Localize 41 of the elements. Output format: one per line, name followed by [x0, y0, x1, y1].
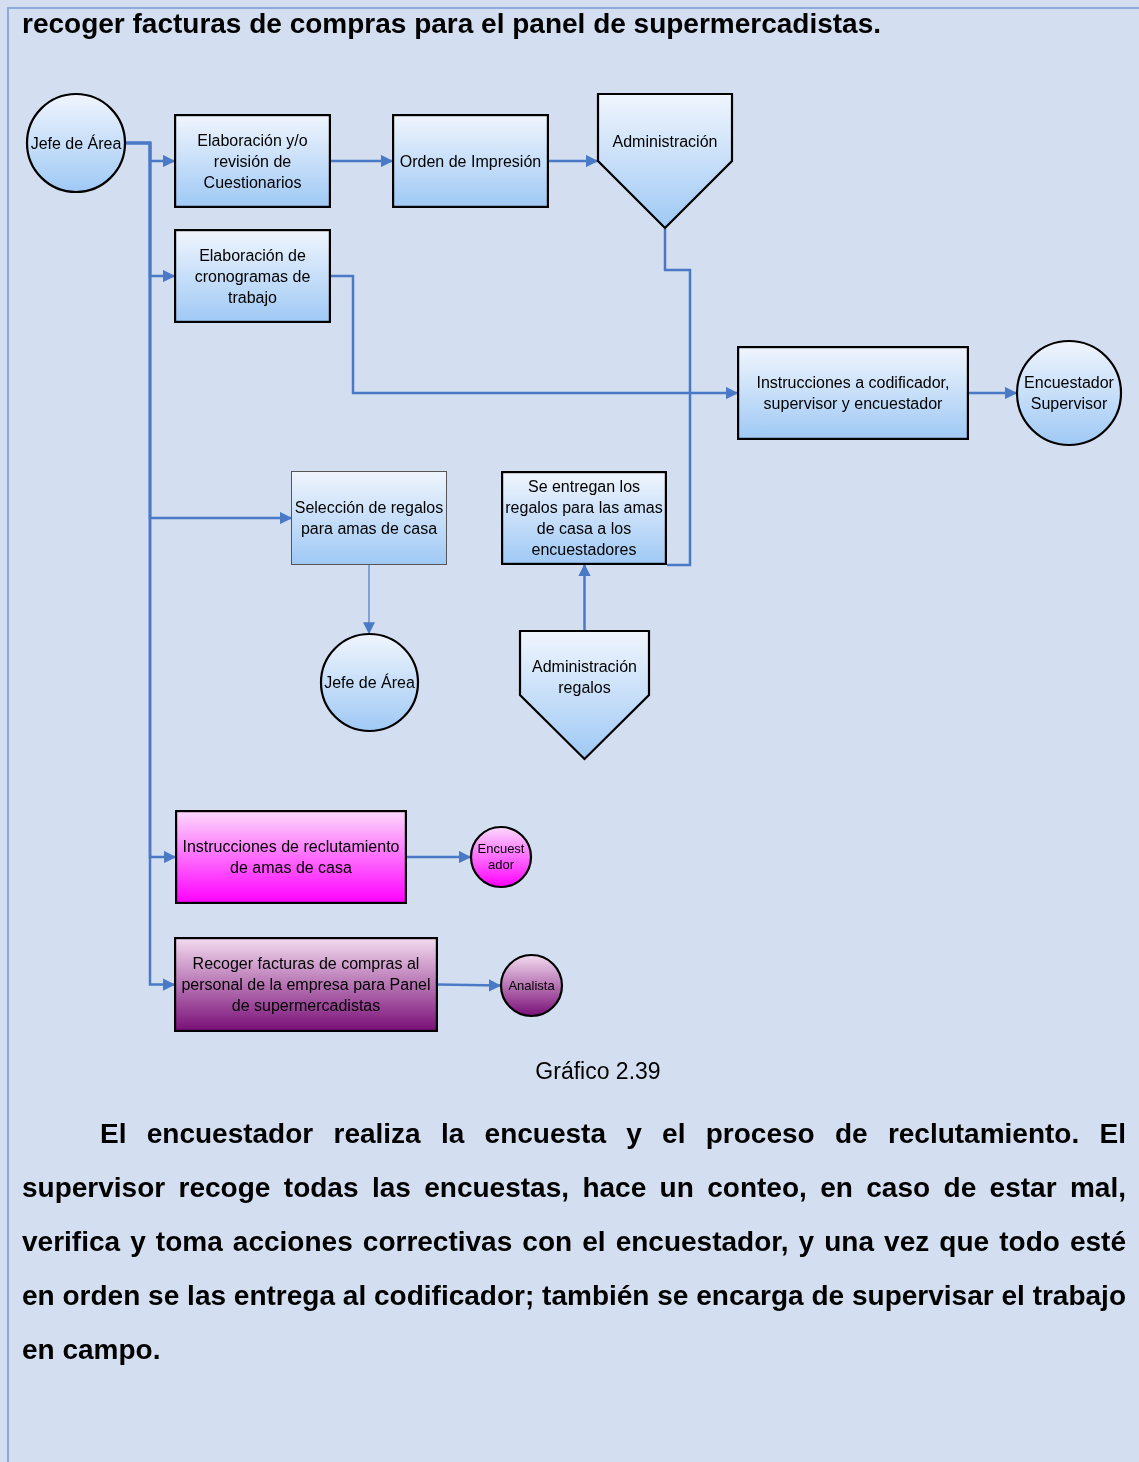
- process-box: [174, 937, 438, 1032]
- node-label: Encuestador: [476, 841, 526, 873]
- role-circle: [1016, 340, 1122, 446]
- process-box: [291, 471, 447, 565]
- process-box: [175, 810, 407, 904]
- body-paragraph: El encuestador realiza la encuesta y el proceso de reclutamiento. El supervisor recoge todas las encuestas, hace un conteo, en caso de estar mal, verifica y toma acciones correctivas con el encuestador, y una vez que todo esté en orden se las entrega al codificador; también se encarga de supervisar el trabajo en campo.: [22, 1117, 1126, 1367]
- connector-arrow: [437, 979, 502, 992]
- connector-arrow: [126, 141, 176, 991]
- off-page-connector: [597, 93, 733, 229]
- process-box: [737, 346, 969, 440]
- node-label: Elaboración y/o revisión de Cuestionarios: [196, 130, 309, 193]
- process-box: [174, 229, 331, 323]
- connector-arrow: [549, 154, 599, 168]
- role-circle: [320, 633, 419, 732]
- connector-arrow: [969, 386, 1018, 400]
- connector-arrow: [331, 274, 739, 400]
- connector-arrow: [363, 564, 375, 635]
- heading-text: recoger facturas de compras para el panel de supermercadistas.: [22, 8, 882, 40]
- process-box: [174, 114, 331, 208]
- node-label: Administración: [611, 132, 719, 152]
- node-label: Jefe de Área: [30, 133, 122, 154]
- process-box: [392, 114, 549, 208]
- node-label: Administración regalos: [531, 657, 638, 698]
- connector-arrow: [331, 154, 394, 168]
- node-label: Instrucciones a codificador, supervisor y encuestador: [755, 373, 951, 414]
- connector-arrow: [407, 850, 472, 864]
- node-label: Recoger facturas de compras al personal de la empresa para Panel de supermercadistas: [180, 954, 432, 1016]
- node-label: Jefe de Área: [324, 672, 415, 693]
- node-label: Se entregan los regalos para las amas de casa a los encuestadores: [504, 477, 664, 560]
- connector-arrow: [578, 563, 591, 630]
- role-circle: [470, 826, 532, 888]
- role-circle: [500, 954, 563, 1017]
- node-label: Selección de regalos para amas de casa: [293, 498, 445, 539]
- off-page-connector: [519, 630, 650, 760]
- node-label: Encuestador Supervisor: [1023, 373, 1115, 414]
- node-label: Analista: [508, 977, 555, 994]
- node-label: Instrucciones de reclutamiento de amas de casa: [181, 837, 401, 878]
- role-circle: [26, 93, 126, 193]
- node-label: Orden de Impresión: [398, 151, 543, 172]
- figure-caption: Gráfico 2.39: [534, 1058, 662, 1085]
- node-label: Elaboración de cronogramas de trabajo: [193, 245, 312, 308]
